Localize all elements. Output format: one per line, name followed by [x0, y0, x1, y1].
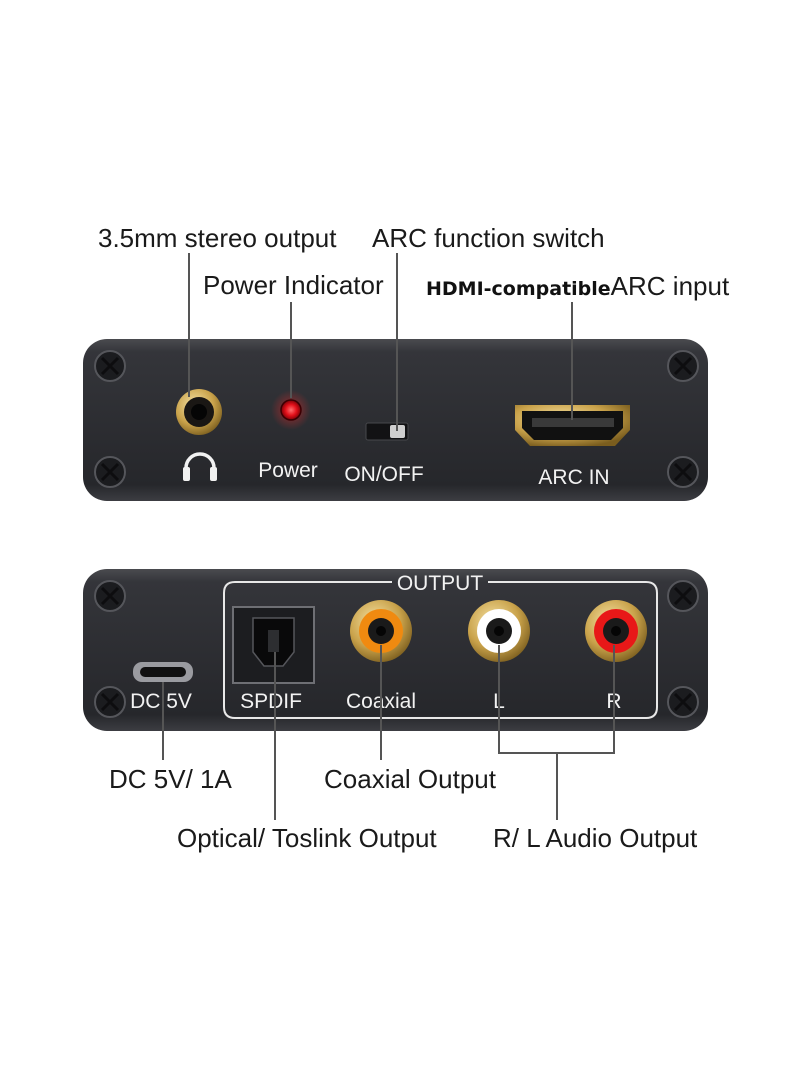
callout-stereo-output: 3.5mm stereo output [98, 223, 337, 253]
dc-label: DC 5V [130, 690, 192, 713]
rca-right-port[interactable] [585, 600, 647, 662]
arc-in-label: ARC IN [538, 466, 609, 489]
callout-power-indicator: Power Indicator [203, 270, 384, 300]
screw-icon [94, 350, 126, 382]
hdmi-port[interactable] [515, 405, 630, 446]
output-group-frame [223, 581, 658, 719]
toslink-port[interactable] [232, 606, 315, 684]
screw-icon [667, 456, 699, 488]
headphone-icon [183, 452, 217, 481]
callout-dc-power: DC 5V/ 1A [109, 764, 232, 794]
screw-icon [667, 350, 699, 382]
switch-label: ON/OFF [344, 463, 423, 486]
callout-optical-output: Optical/ Toslink Output [177, 823, 437, 853]
screw-icon [667, 686, 699, 718]
screw-icon [667, 580, 699, 612]
top-panel [83, 339, 708, 501]
rca-left-port[interactable] [468, 600, 530, 662]
power-label: Power [258, 459, 318, 482]
callout-coaxial-output: Coaxial Output [324, 764, 497, 794]
callout-hdmi-suffix: ARC input [611, 271, 730, 301]
micro-usb-port[interactable] [133, 662, 193, 682]
spdif-label: SPDIF [240, 690, 302, 713]
screw-icon [94, 686, 126, 718]
stereo-jack-port[interactable] [176, 389, 222, 435]
callout-rl-audio-output: R/ L Audio Output [493, 823, 698, 853]
callout-hdmi-prefix: HDMI-compatible [426, 278, 611, 300]
power-led [280, 399, 302, 421]
callout-arc-switch: ARC function switch [372, 223, 605, 253]
screw-icon [94, 456, 126, 488]
callout-hdmi-arc-input: HDMI-compatibleARC input [426, 271, 730, 301]
coaxial-port[interactable] [350, 600, 412, 662]
screw-icon [94, 580, 126, 612]
arc-switch[interactable] [365, 422, 409, 441]
output-group-title: OUTPUT [397, 572, 484, 595]
